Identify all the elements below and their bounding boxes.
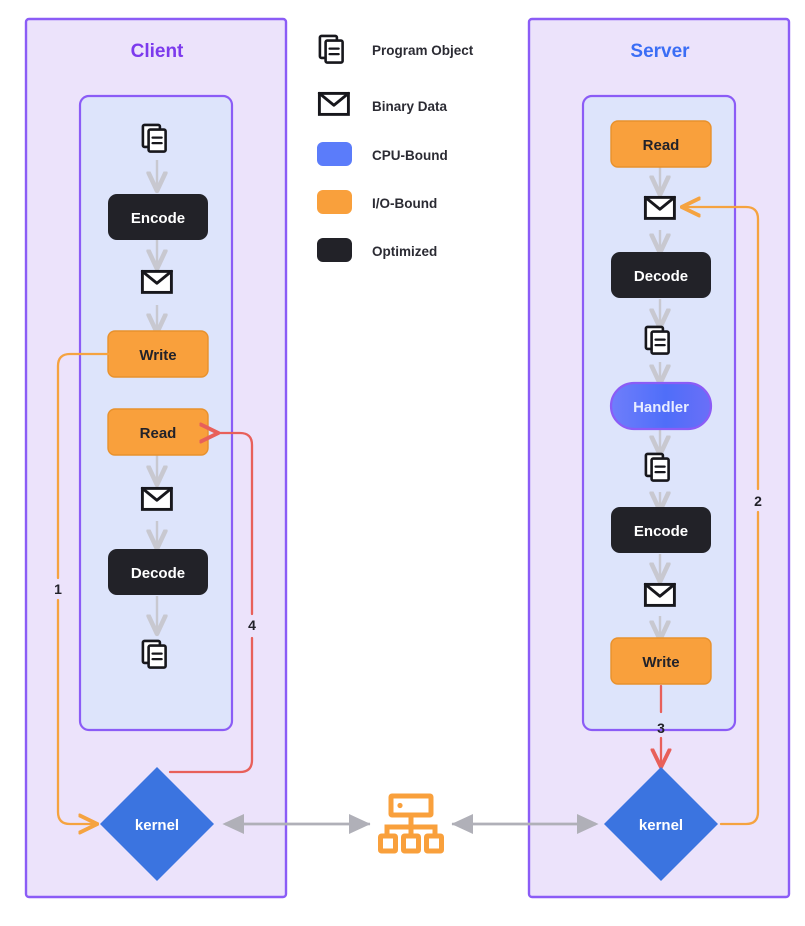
binary-data-icon bbox=[643, 582, 676, 607]
server-kernel[interactable]: kernel bbox=[604, 767, 718, 881]
program-object-icon bbox=[141, 123, 167, 153]
server-encode-box[interactable] bbox=[611, 507, 711, 553]
server-lane-title: Server bbox=[630, 41, 690, 62]
edge-4: 4 bbox=[168, 433, 256, 774]
client-doc-in bbox=[141, 123, 167, 153]
legend: Program Object Binary Data CPU-Bound I/O… bbox=[317, 34, 474, 262]
edge-4-path-lower bbox=[168, 636, 254, 774]
server-doc-in bbox=[644, 325, 670, 355]
server-decode-box[interactable] bbox=[611, 252, 711, 298]
client-encode-box[interactable] bbox=[108, 194, 208, 240]
legend-item-binary-data: Binary Data bbox=[317, 91, 448, 116]
edge-1-path-lower bbox=[56, 598, 95, 824]
client-kernel[interactable]: kernel bbox=[100, 767, 214, 881]
client-doc-out bbox=[141, 639, 167, 669]
program-object-icon bbox=[644, 452, 670, 482]
server-read[interactable]: Read bbox=[610, 120, 712, 168]
server-decode-label: Decode bbox=[634, 268, 688, 285]
legend-label-binary-data: Binary Data bbox=[372, 99, 448, 114]
network-switch bbox=[381, 796, 442, 851]
edge-1-path-upper bbox=[56, 352, 110, 580]
client-write[interactable]: Write bbox=[107, 330, 209, 378]
binary-data-icon bbox=[317, 91, 350, 116]
client-read-label: Read bbox=[140, 425, 177, 442]
client-decode[interactable]: Decode bbox=[108, 549, 208, 595]
edge-3-number: 3 bbox=[657, 720, 665, 736]
legend-item-io-bound: I/O-Bound bbox=[317, 190, 437, 214]
server-read-box[interactable] bbox=[610, 120, 712, 168]
client-encode[interactable]: Encode bbox=[108, 194, 208, 240]
program-object-icon bbox=[644, 325, 670, 355]
edge-4-number: 4 bbox=[248, 617, 256, 633]
program-object-icon bbox=[318, 34, 344, 64]
network-switch-icon bbox=[381, 796, 442, 851]
client-kernel-diamond[interactable] bbox=[100, 767, 214, 881]
server-write[interactable]: Write bbox=[610, 637, 712, 685]
client-bin-in bbox=[140, 486, 173, 511]
client-decode-box[interactable] bbox=[108, 549, 208, 595]
client-lane-title: Client bbox=[131, 41, 184, 62]
legend-label-io-bound: I/O-Bound bbox=[372, 196, 437, 211]
legend-swatch-io-bound bbox=[317, 190, 352, 214]
legend-label-cpu-bound: CPU-Bound bbox=[372, 148, 448, 163]
server-doc-out bbox=[644, 452, 670, 482]
edge-2-path-lower bbox=[719, 510, 760, 826]
client-encode-label: Encode bbox=[131, 210, 185, 227]
edge-2-path-upper bbox=[684, 207, 760, 491]
legend-swatch-cpu-bound bbox=[317, 142, 352, 166]
server-write-box[interactable] bbox=[610, 637, 712, 685]
binary-data-icon bbox=[140, 269, 173, 294]
server-decode[interactable]: Decode bbox=[611, 252, 711, 298]
legend-item-program-object: Program Object bbox=[318, 34, 474, 64]
client-bin-out bbox=[140, 269, 173, 294]
server-write-label: Write bbox=[642, 654, 679, 671]
binary-data-icon bbox=[140, 486, 173, 511]
server-kernel-label: kernel bbox=[639, 817, 683, 834]
client-kernel-label: kernel bbox=[135, 817, 179, 834]
edge-2-number: 2 bbox=[754, 493, 762, 509]
server-kernel-diamond[interactable] bbox=[604, 767, 718, 881]
legend-swatch-optimized bbox=[317, 238, 352, 262]
binary-data-icon bbox=[643, 195, 676, 220]
legend-label-optimized: Optimized bbox=[372, 244, 437, 259]
client-read[interactable]: Read bbox=[107, 408, 209, 456]
server-encode-label: Encode bbox=[634, 523, 688, 540]
legend-label-program-object: Program Object bbox=[372, 43, 474, 58]
server-bin-out bbox=[643, 582, 676, 607]
server-encode[interactable]: Encode bbox=[611, 507, 711, 553]
legend-item-optimized: Optimized bbox=[317, 238, 437, 262]
edge-1: 1 bbox=[54, 352, 110, 824]
server-read-label: Read bbox=[643, 137, 680, 154]
server-handler-label: Handler bbox=[633, 399, 689, 416]
edge-4-path-upper bbox=[216, 433, 254, 616]
legend-item-cpu-bound: CPU-Bound bbox=[317, 142, 448, 166]
server-handler-box[interactable] bbox=[609, 381, 713, 431]
edge-1-number: 1 bbox=[54, 581, 62, 597]
program-object-icon bbox=[141, 639, 167, 669]
client-write-label: Write bbox=[139, 347, 176, 364]
edge-2: 2 bbox=[684, 207, 762, 826]
server-bin-in bbox=[643, 195, 676, 220]
client-decode-label: Decode bbox=[131, 565, 185, 582]
edge-3: 3 bbox=[657, 684, 665, 765]
server-handler[interactable]: Handler bbox=[609, 381, 713, 431]
